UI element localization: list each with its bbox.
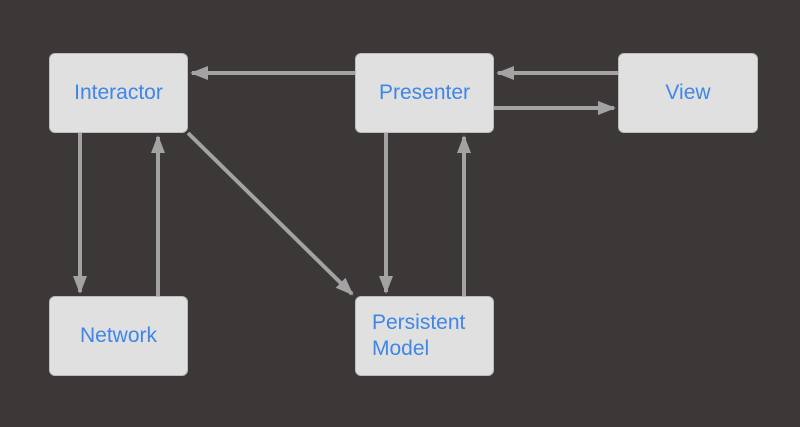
persistent-model-label: Persistent Model [372, 310, 466, 360]
interactor-label: Interactor [74, 80, 163, 104]
presenter-label: Presenter [378, 80, 471, 104]
presenter-node: Presenter [355, 53, 494, 133]
interactor-node: Interactor [49, 53, 188, 133]
persistent-model-node: Persistent Model [355, 296, 494, 376]
network-node: Network [49, 296, 188, 376]
edge-interactor-to-persistent-model [186, 131, 354, 296]
view-node: View [618, 53, 758, 133]
view-label: View [665, 80, 711, 104]
network-label: Network [79, 323, 158, 347]
